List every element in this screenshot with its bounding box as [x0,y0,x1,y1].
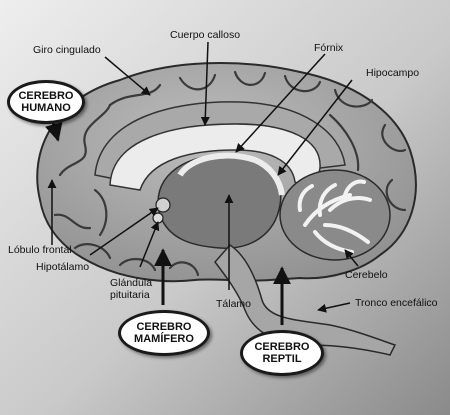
label-glandula-2: pituitaria [110,289,150,301]
badge-cerebro-mamifero: CEREBRO MAMÍFERO [118,310,210,356]
gyri [53,70,407,277]
thalamus-region [157,154,282,249]
leader-lines [45,41,359,325]
badge-cerebro-reptil: CEREBRO REPTIL [240,330,324,376]
pituitary [152,212,164,224]
label-glandula-1: Glándula [110,277,153,289]
badge-humano-line1: CEREBRO [18,90,74,102]
badge-cerebro-humano: CEREBRO HUMANO [7,80,85,124]
label-lobulo-frontal: Lóbulo frontal [8,244,72,256]
hypothalamus [155,197,171,213]
label-cuerpo-calloso: Cuerpo calloso [170,29,241,41]
badge-reptil-line2: REPTIL [262,353,302,365]
label-hipotalamo: Hipotálamo [36,261,90,273]
badge-mamifero-line1: CEREBRO [136,321,192,333]
badge-mamifero-line2: MAMÍFERO [134,333,194,345]
label-talamo: Tálamo [216,298,252,310]
badge-humano-line2: HUMANO [21,102,71,114]
fornix [177,152,285,196]
arbor-vitae [297,179,372,254]
brainstem [214,244,397,356]
label-tronco-encefalico: Tronco encefálico [355,297,438,309]
badge-reptil-line1: CEREBRO [254,341,310,353]
label-hipocampo: Hipocampo [366,67,420,79]
label-giro-cingulado: Giro cingulado [33,44,101,56]
label-fornix: Fórnix [314,42,344,54]
label-cerebelo: Cerebelo [345,269,388,281]
